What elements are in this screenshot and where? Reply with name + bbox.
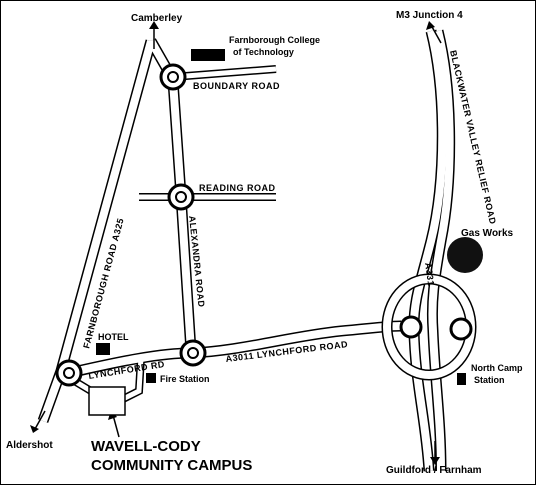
label-gas-works: Gas Works xyxy=(461,228,513,239)
arrow-aldershot xyxy=(30,410,46,433)
roundabout-a331-junction xyxy=(381,273,477,381)
arrow-camberley xyxy=(149,21,159,49)
label-guildford: Guildford / Farnham xyxy=(386,465,482,476)
roundabout-alexandra xyxy=(179,339,207,367)
label-m3-junction: M3 Junction 4 xyxy=(396,10,463,21)
destination-title-line2: COMMUNITY CAMPUS xyxy=(91,457,252,474)
landmarks xyxy=(88,49,483,416)
label-college-line1: Farnborough College xyxy=(229,35,320,45)
destination-title-line1: WAVELL-CODY xyxy=(91,438,201,455)
label-reading-road: READING ROAD xyxy=(199,183,276,193)
label-fire-station: Fire Station xyxy=(160,374,210,384)
label-north-camp-line2: Station xyxy=(474,375,505,385)
label-aldershot: Aldershot xyxy=(6,440,53,451)
label-boundary-road: BOUNDARY ROAD xyxy=(193,81,280,91)
label-hotel: HOTEL xyxy=(98,332,129,342)
label-blackwater-road: BLACKWATER VALLEY RELIEF ROAD xyxy=(448,49,498,225)
label-north-camp-line1: North Camp xyxy=(471,363,523,373)
arrow-m3 xyxy=(426,21,442,44)
fire-station-building xyxy=(146,373,156,383)
north-camp-station-building xyxy=(457,373,466,385)
gas-works-tank xyxy=(447,237,483,273)
roundabout-reading xyxy=(167,183,195,211)
campus-building xyxy=(88,386,126,416)
roundabout-boundary xyxy=(159,63,187,91)
arrow-guildford xyxy=(430,441,440,465)
roundabouts xyxy=(55,63,477,387)
roundabout-farnborough xyxy=(55,359,83,387)
college-building xyxy=(191,49,225,61)
label-college-line2: of Technology xyxy=(233,47,294,57)
hotel-building xyxy=(96,343,110,355)
label-camberley: Camberley xyxy=(131,13,183,24)
label-a331: A331 xyxy=(423,262,436,287)
